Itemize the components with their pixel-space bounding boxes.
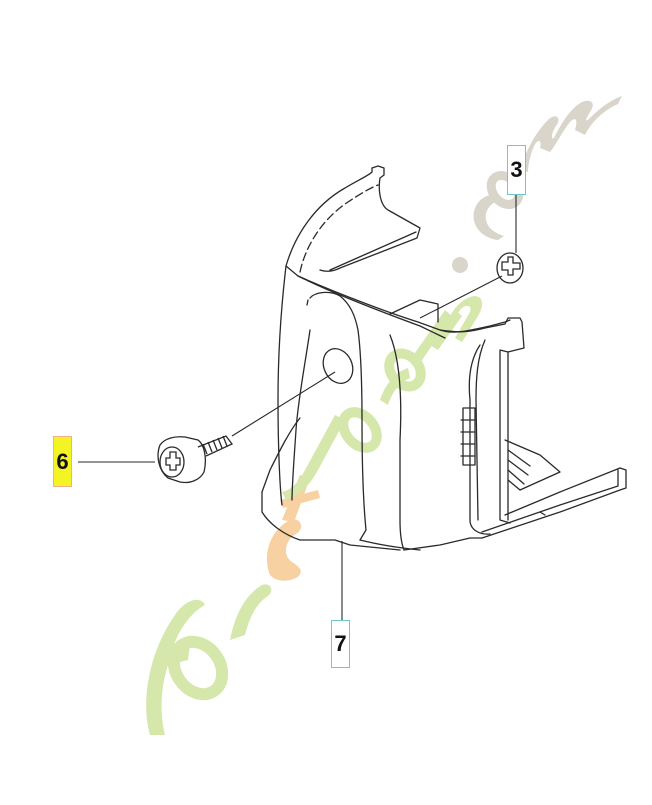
screw-hole: [322, 347, 354, 385]
watermark-letter-d-stem: [410, 310, 452, 366]
watermark: [146, 96, 622, 735]
watermark-letter-r: [230, 584, 272, 640]
leader-line-6b: [231, 371, 336, 437]
leader-lines: [78, 195, 517, 620]
watermark-letter-a: [338, 407, 382, 453]
watermark-letter-e: [266, 519, 302, 581]
screw-part-6: [157, 435, 234, 484]
watermark-letter-n: [445, 296, 483, 342]
watermark-letter-t: [280, 475, 320, 522]
watermark-dot: [452, 257, 468, 273]
watermark-letter-f: [146, 599, 205, 735]
watermark-letter-j: [282, 415, 345, 500]
callout-6-label: 6: [56, 448, 69, 474]
callout-6[interactable]: 6: [53, 436, 72, 487]
leader-line-3b: [419, 275, 503, 319]
callout-7-label: 7: [334, 631, 347, 656]
callout-7[interactable]: 7: [331, 620, 350, 668]
watermark-letter-c: [473, 195, 504, 240]
callout-3[interactable]: 3: [507, 145, 526, 195]
callout-3-label: 3: [510, 157, 523, 182]
cover-housing-part-7: [261, 165, 627, 551]
watermark-letter-o: [167, 635, 229, 701]
watermark-letter-m: [520, 96, 622, 172]
clip-part-3: [496, 252, 524, 284]
